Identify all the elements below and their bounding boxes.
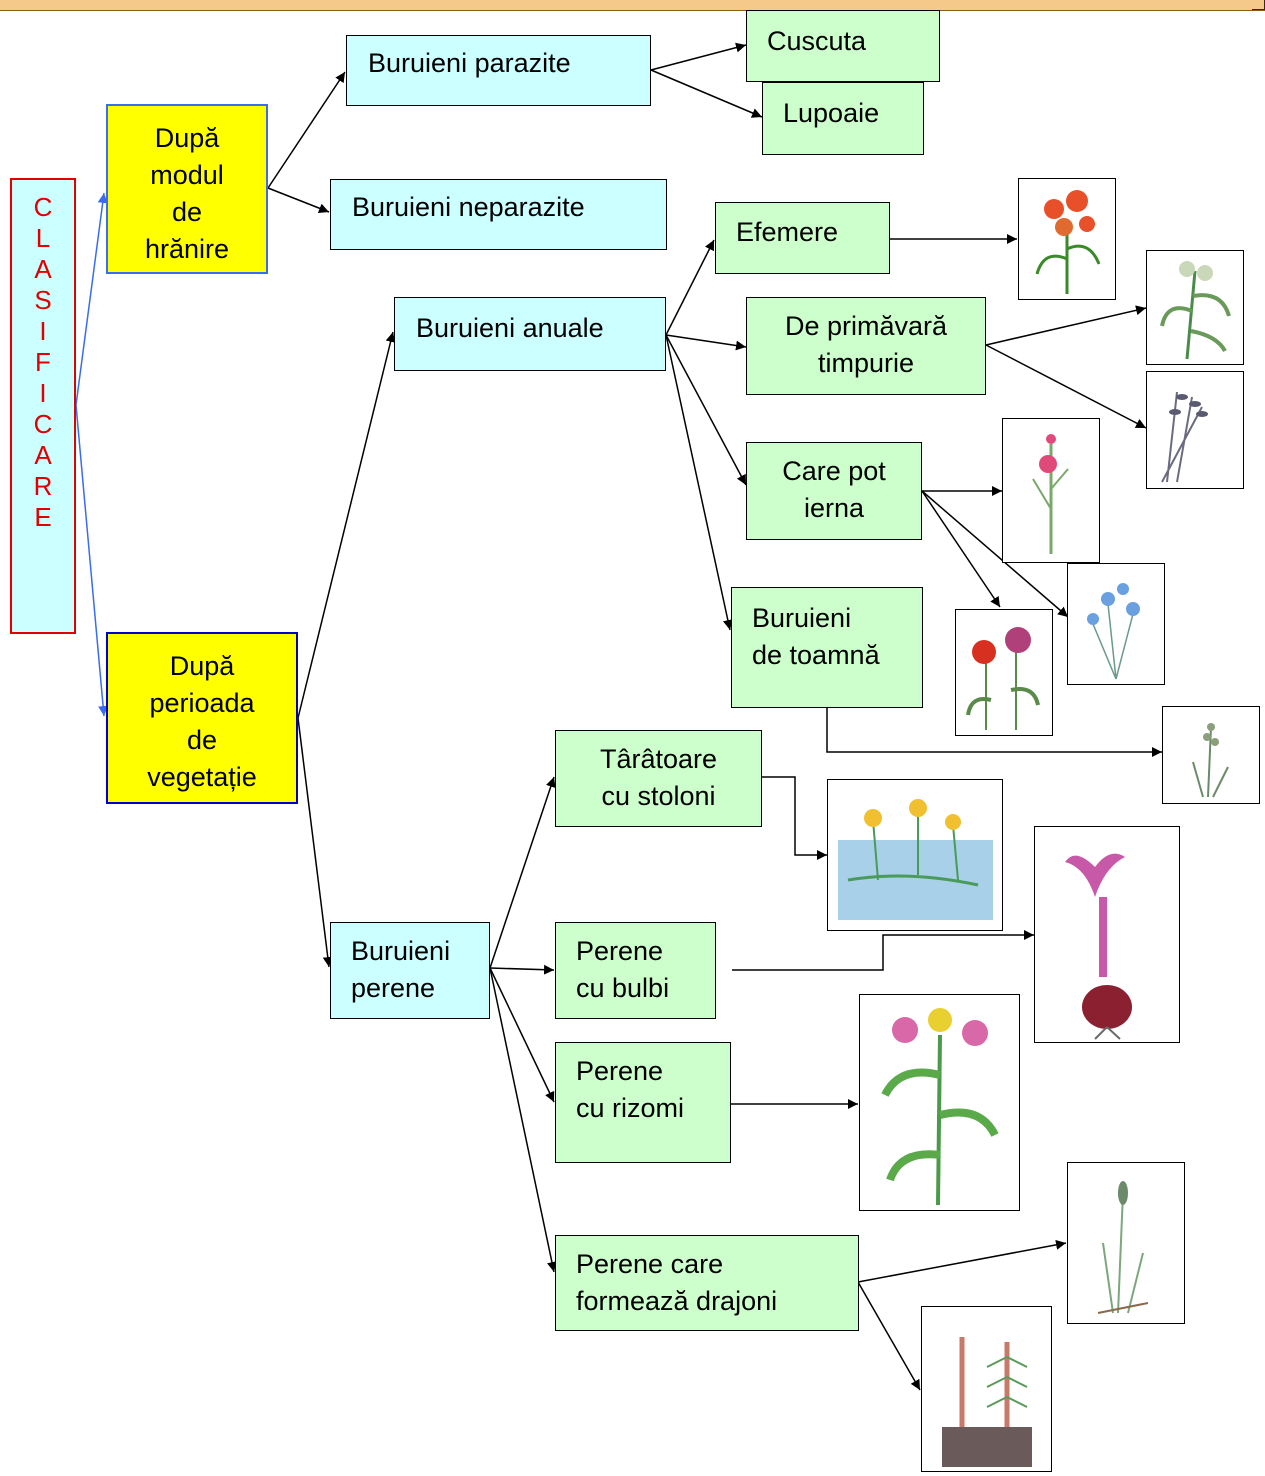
horsetail-icon: [942, 1337, 1032, 1467]
grass-icon: [1192, 723, 1229, 798]
node-label: Buruieni neparazite: [352, 192, 585, 222]
root-letter: C: [33, 409, 53, 439]
root-letter: A: [34, 254, 52, 284]
node-line: Perene: [576, 1056, 664, 1086]
root-letter: F: [35, 347, 51, 377]
criterion-line: După: [154, 123, 220, 153]
root-letter: A: [34, 440, 52, 470]
node-annual: Buruieni anuale: [394, 297, 666, 371]
plant-image-autumn: [1162, 706, 1260, 804]
node-line: cu stoloni: [601, 781, 716, 811]
plant-icon: [1160, 261, 1231, 360]
plant-image-rhizomes: [859, 994, 1020, 1211]
poppy-icon: [966, 627, 1040, 730]
plant-image-winter-3: [955, 609, 1053, 736]
plant-image-ephemeral: [1018, 178, 1116, 300]
crocus-icon: [1065, 853, 1132, 1040]
node-lupoaie: Lupoaie: [762, 82, 924, 155]
root-letter: L: [35, 223, 51, 253]
node-parasitic: Buruieni parazite: [346, 35, 651, 106]
node-line: cu bulbi: [576, 973, 670, 1003]
node-cuscuta: Cuscuta: [746, 10, 940, 82]
node-early-spring: De primăvară timpurie: [746, 297, 986, 395]
plant-image-spring-2: [1146, 371, 1244, 489]
classification-root: C L A S I F I C A R E: [10, 178, 76, 634]
node-line: perene: [351, 973, 436, 1003]
flower-icon: [1087, 583, 1140, 680]
node-line: formează drajoni: [576, 1286, 778, 1316]
node-stolons: Târâtoare cu stoloni: [555, 730, 762, 827]
node-label: Lupoaie: [783, 98, 880, 128]
criterion-line: modul: [150, 160, 224, 190]
flower-icon: [1035, 190, 1101, 294]
root-letter: S: [34, 285, 52, 315]
node-autumn: Buruieni de toamnă: [731, 587, 923, 708]
root-letter: E: [34, 502, 52, 532]
node-line: de toamnă: [752, 640, 880, 670]
plant-image-spring-1: [1146, 250, 1244, 365]
plant-image-bulbs: [1034, 826, 1180, 1043]
node-label: Cuscuta: [767, 26, 867, 56]
window-top-bar: [0, 0, 1265, 11]
node-rhizomes: Perene cu rizomi: [555, 1042, 731, 1163]
grass-icon: [1097, 1181, 1149, 1314]
node-label: Buruieni parazite: [368, 48, 571, 78]
root-letter: I: [39, 378, 47, 408]
node-bulbs: Perene cu bulbi: [555, 922, 716, 1019]
grass-icon: [1161, 391, 1208, 483]
buttercup-icon: [838, 799, 993, 920]
node-nonparasitic: Buruieni neparazite: [330, 179, 667, 250]
node-winter: Care pot ierna: [746, 442, 922, 540]
plant-image-shoots-2: [921, 1306, 1052, 1472]
plant-image-shoots-1: [1067, 1162, 1185, 1324]
plant-image-stolons: [827, 779, 1003, 931]
flower-icon: [1032, 434, 1069, 554]
node-label: Buruieni anuale: [416, 313, 604, 343]
criterion-line: de: [171, 197, 203, 227]
root-letter: C: [33, 192, 53, 222]
node-line: Perene: [576, 936, 664, 966]
node-line: Buruieni: [752, 603, 852, 633]
plant-image-winter-1: [1002, 418, 1100, 563]
node-line: Care pot: [782, 456, 886, 486]
node-line: ierna: [803, 493, 865, 523]
root-letter: R: [33, 471, 53, 501]
node-perennial: Buruieni perene: [330, 922, 490, 1019]
criterion-line: hrănire: [144, 234, 230, 264]
node-ephemeral: Efemere: [715, 202, 890, 274]
criterion-line: perioada: [149, 688, 255, 718]
criterion-line: După: [169, 651, 235, 681]
criterion-line: de: [186, 725, 218, 755]
node-line: Buruieni: [351, 936, 451, 966]
node-line: Târâtoare: [599, 744, 718, 774]
criterion-nutrition: După modul de hrănire: [106, 104, 268, 274]
node-line: timpurie: [817, 348, 915, 378]
node-line: Perene care: [576, 1249, 724, 1279]
criterion-line: vegetație: [147, 762, 257, 792]
node-line: De primăvară: [784, 311, 948, 341]
node-label: Efemere: [736, 217, 839, 247]
thistle-icon: [881, 1008, 999, 1206]
node-line: cu rizomi: [576, 1093, 685, 1123]
node-shoots: Perene care formează drajoni: [555, 1235, 859, 1331]
plant-image-winter-2: [1067, 563, 1165, 685]
root-letter: I: [39, 316, 47, 346]
criterion-vegetation: După perioada de vegetație: [106, 632, 298, 804]
